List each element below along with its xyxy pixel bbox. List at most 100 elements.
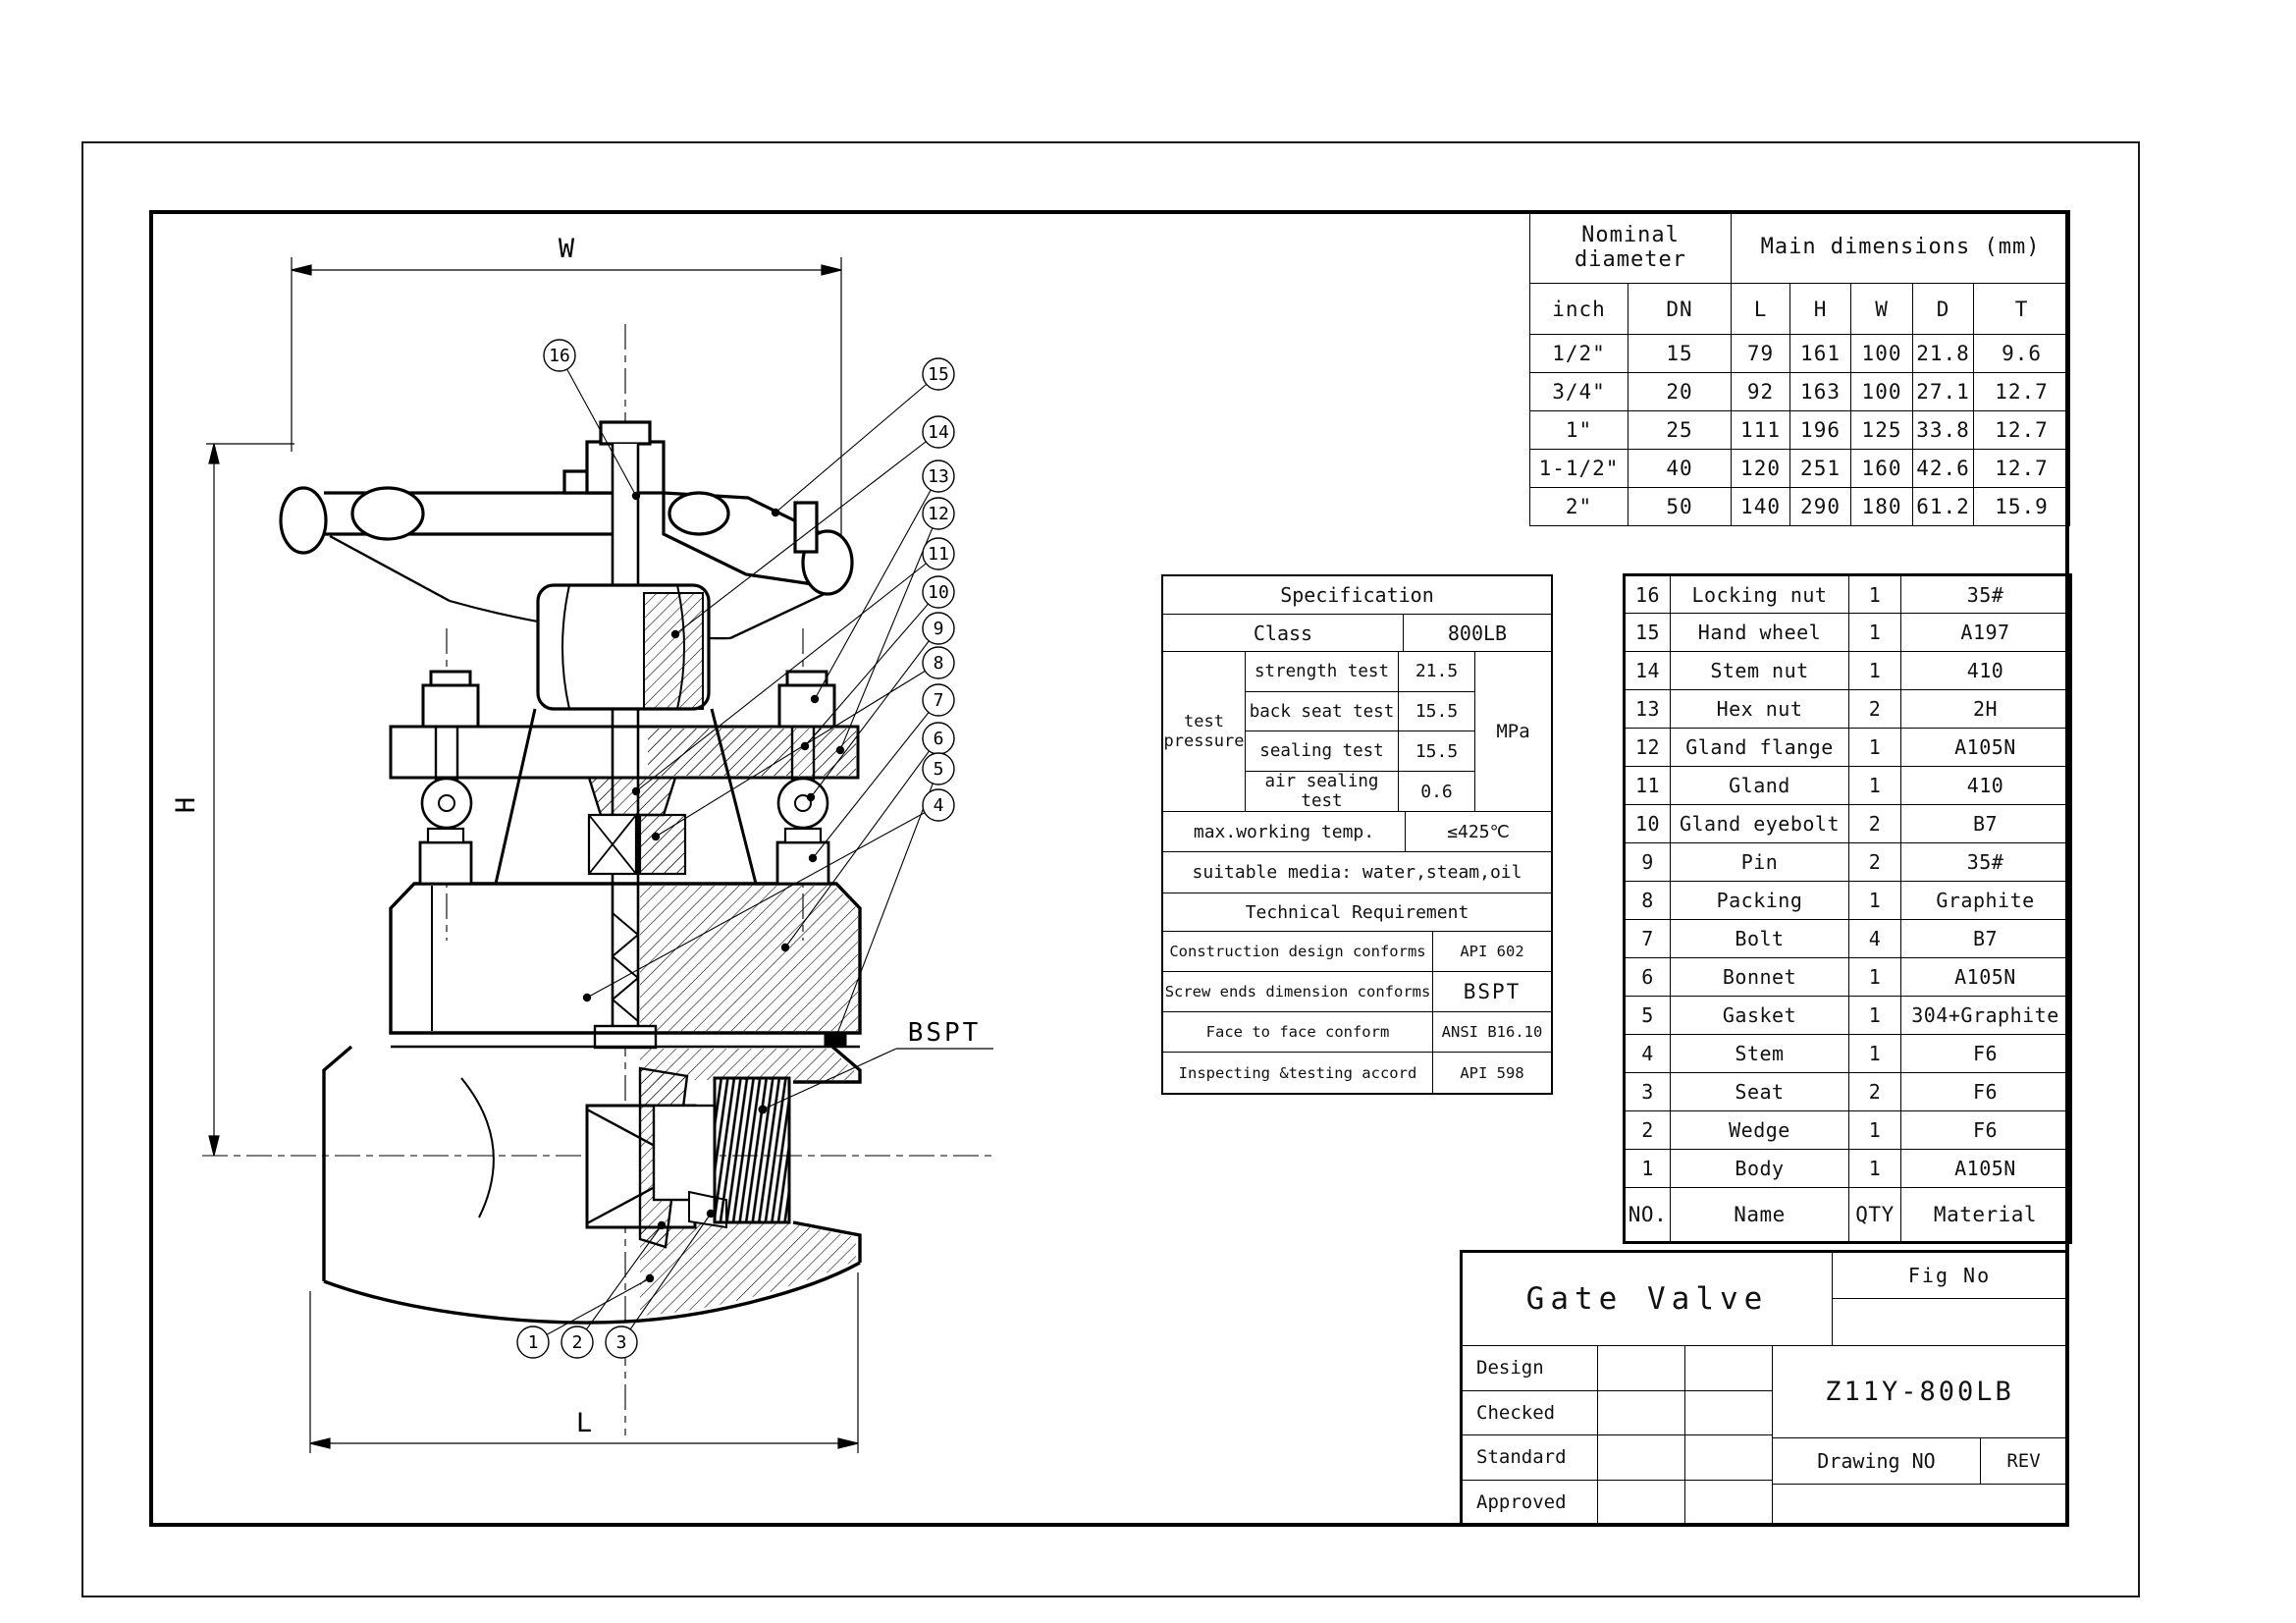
hex-nut-left bbox=[421, 683, 480, 729]
main-dimensions-header: Main dimensions (mm) bbox=[1731, 210, 2071, 284]
approval-signature-cell bbox=[1598, 1346, 1685, 1390]
dim-label-h: H bbox=[171, 797, 201, 813]
drawing-no-value bbox=[1773, 1485, 2066, 1524]
leader-dot bbox=[771, 508, 780, 517]
approval-row: Design bbox=[1463, 1346, 1772, 1391]
parts-cell: Gland flange bbox=[1670, 728, 1849, 767]
dimensions-table: Nominal diameter Main dimensions (mm) in… bbox=[1528, 210, 2071, 526]
parts-cell: 2H bbox=[1900, 689, 2071, 729]
bspt-callout: BSPT bbox=[758, 1018, 993, 1114]
dims-cell: 1" bbox=[1529, 410, 1629, 450]
parts-cell: 12 bbox=[1624, 728, 1671, 767]
dims-cell: 21.8 bbox=[1912, 334, 1975, 373]
parts-cell: 7 bbox=[1624, 919, 1671, 958]
part-balloon-number: 2 bbox=[572, 1332, 583, 1353]
dims-cell: 92 bbox=[1731, 372, 1791, 411]
balloon-leader bbox=[620, 1213, 712, 1343]
dimension-lines bbox=[206, 257, 859, 1453]
parts-cell: Hex nut bbox=[1670, 689, 1849, 729]
max-temp-label: max.working temp. bbox=[1163, 812, 1406, 851]
dim-label-l: L bbox=[576, 1408, 592, 1438]
parts-cell: 2 bbox=[1848, 804, 1901, 843]
parts-cell: 9 bbox=[1624, 842, 1671, 882]
dims-cell: 15.9 bbox=[1973, 487, 2071, 526]
parts-cell: 2 bbox=[1848, 842, 1901, 882]
dims-column-header: L bbox=[1731, 283, 1791, 335]
dims-cell: 50 bbox=[1627, 487, 1733, 526]
parts-cell: 1 bbox=[1848, 728, 1901, 767]
leader-dot bbox=[780, 943, 790, 952]
parts-cell: 35# bbox=[1900, 574, 2071, 614]
parts-cell: Stem nut bbox=[1670, 651, 1849, 690]
part-balloon bbox=[543, 339, 576, 372]
parts-cell: A105N bbox=[1900, 957, 2071, 997]
nominal-diameter-header: Nominal diameter bbox=[1528, 210, 1733, 284]
leader-dot bbox=[810, 694, 820, 704]
tech-req-value: API 598 bbox=[1460, 1063, 1524, 1082]
balloon-leader bbox=[834, 768, 939, 1040]
dims-cell: 9.6 bbox=[1973, 334, 2071, 373]
parts-cell: QTY bbox=[1848, 1187, 1901, 1243]
part-balloon bbox=[922, 575, 955, 609]
parts-cell: Name bbox=[1670, 1187, 1849, 1243]
dims-cell: 12.7 bbox=[1973, 372, 2071, 411]
part-balloon-number: 14 bbox=[928, 422, 949, 443]
parts-cell: F6 bbox=[1900, 1034, 2071, 1073]
parts-cell: 5 bbox=[1624, 996, 1671, 1035]
bspt-threads bbox=[713, 1076, 791, 1224]
dims-cell: 125 bbox=[1850, 410, 1914, 450]
parts-cell: 1 bbox=[1848, 881, 1901, 920]
parts-cell: Body bbox=[1670, 1149, 1849, 1188]
rev-label: REV bbox=[2006, 1450, 2041, 1472]
parts-cell: B7 bbox=[1900, 804, 2071, 843]
dims-cell: 120 bbox=[1731, 449, 1791, 488]
balloon-leader bbox=[674, 431, 939, 635]
dims-column-header: W bbox=[1850, 283, 1914, 335]
part-balloon-number: 11 bbox=[928, 544, 949, 565]
parts-cell: F6 bbox=[1900, 1072, 2071, 1111]
bspt-label: BSPT bbox=[908, 1018, 982, 1048]
part-balloon-number: 6 bbox=[934, 729, 944, 749]
dims-cell: 140 bbox=[1731, 487, 1791, 526]
parts-cell: Hand wheel bbox=[1670, 613, 1849, 652]
parts-cell: Bonnet bbox=[1670, 957, 1849, 997]
parts-cell: 2 bbox=[1848, 1072, 1901, 1111]
parts-cell: 1 bbox=[1848, 996, 1901, 1035]
dims-cell: 196 bbox=[1789, 410, 1852, 450]
parts-cell: Packing bbox=[1670, 881, 1849, 920]
part-balloon bbox=[922, 612, 955, 645]
dims-cell: 251 bbox=[1789, 449, 1852, 488]
dims-cell: 290 bbox=[1789, 487, 1852, 526]
valve-body bbox=[322, 1045, 862, 1325]
gland bbox=[587, 776, 677, 817]
leader-dot bbox=[645, 1273, 655, 1283]
dims-cell: 12.7 bbox=[1973, 410, 2071, 450]
bonnet bbox=[389, 827, 862, 1049]
parts-cell: 1 bbox=[1848, 651, 1901, 690]
balloon-leader bbox=[576, 1224, 663, 1343]
test-name: air sealing test bbox=[1246, 772, 1399, 812]
dims-cell: 27.1 bbox=[1912, 372, 1975, 411]
parts-cell: 16 bbox=[1624, 574, 1671, 614]
part-balloon-number: 16 bbox=[549, 346, 570, 366]
parts-cell: Graphite bbox=[1900, 881, 2071, 920]
parts-cell: 11 bbox=[1624, 766, 1671, 805]
part-balloon bbox=[922, 497, 955, 530]
balloon-leader bbox=[586, 804, 939, 999]
test-value: 0.6 bbox=[1420, 781, 1453, 802]
part-balloon bbox=[922, 460, 955, 493]
